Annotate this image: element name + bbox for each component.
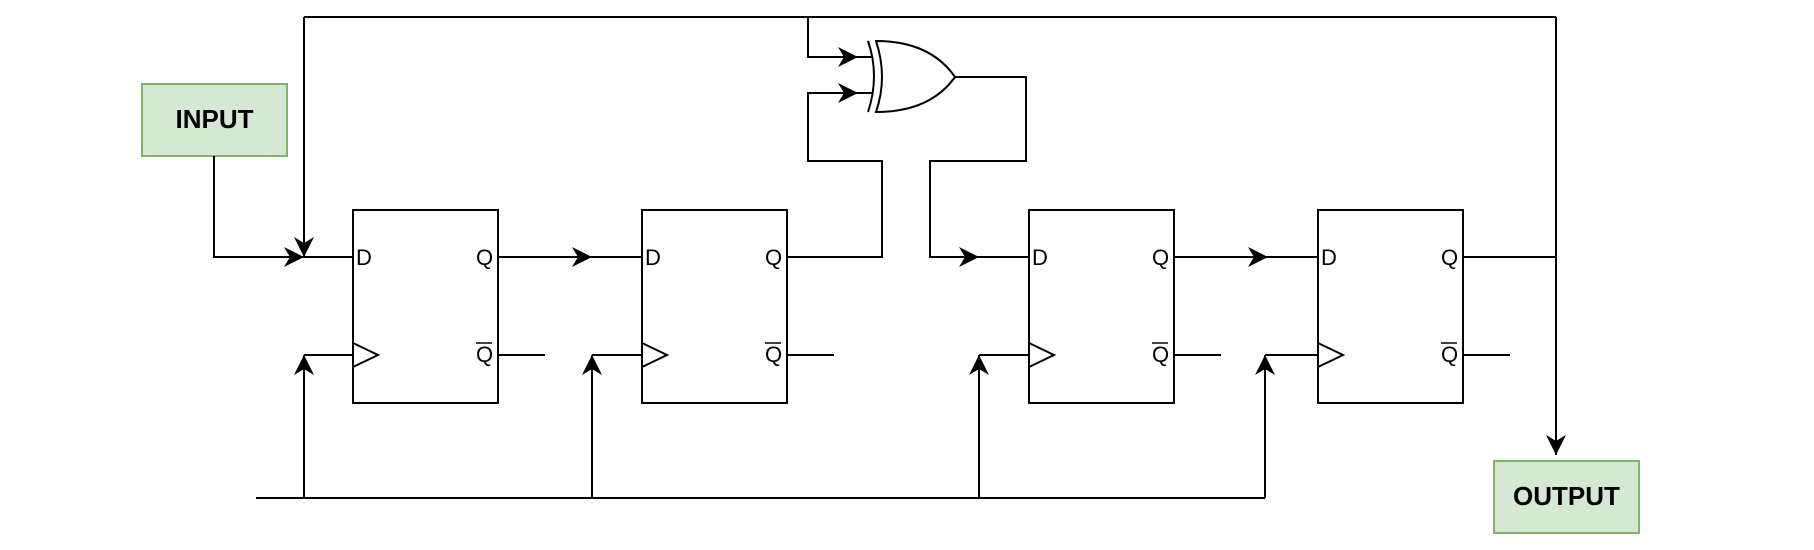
flip-flop-4-qbar-label: Q (1441, 342, 1458, 367)
flip-flop-2-clock-icon (641, 342, 670, 368)
flip-flop-1: D Q Q (352, 209, 499, 404)
flip-flop-3-clock-icon (1028, 342, 1057, 368)
flip-flop-3-box (1028, 209, 1175, 404)
flip-flop-3-q-label: Q (1152, 245, 1169, 270)
flip-flop-4-q-label: Q (1441, 245, 1458, 270)
input-label: INPUT (176, 104, 254, 134)
flip-flop-4: D Q Q (1317, 209, 1464, 404)
flip-flop-2: D Q Q (641, 209, 788, 404)
flip-flop-4-box (1317, 209, 1464, 404)
output-block: OUTPUT (1493, 460, 1640, 534)
xor-to-ff3-wire (929, 76, 1027, 267)
flip-flop-3: D Q Q (1028, 209, 1175, 404)
xor-gate-body (874, 39, 957, 114)
output-block-box (1493, 460, 1640, 534)
xor-gate-back-curve (867, 40, 875, 113)
flip-flop-4-d-label: D (1321, 245, 1337, 270)
flip-flop-1-qbar-label: Q (476, 342, 493, 367)
feedback-to-xor-wire (807, 17, 858, 67)
flip-flop-4-clock-icon (1317, 342, 1346, 368)
xor-gate-icon (858, 39, 957, 114)
flip-flop-3-d-label: D (1032, 245, 1048, 270)
flip-flop-2-box (641, 209, 788, 404)
ff2-to-xor-wire (787, 83, 883, 258)
output-label: OUTPUT (1513, 481, 1620, 511)
flip-flop-3-qbar-label: Q (1152, 342, 1169, 367)
flip-flop-2-qbar-label: Q (765, 342, 782, 367)
flip-flop-1-box (352, 209, 499, 404)
flip-flop-1-d-label: D (356, 245, 372, 270)
flip-flop-2-d-label: D (645, 245, 661, 270)
input-block: INPUT (141, 83, 288, 157)
flip-flop-1-q-label: Q (476, 245, 493, 270)
input-block-box (141, 83, 288, 157)
input-to-ff1-wire (213, 156, 304, 267)
flip-flop-1-clock-icon (352, 342, 381, 368)
flip-flop-2-q-label: Q (765, 245, 782, 270)
